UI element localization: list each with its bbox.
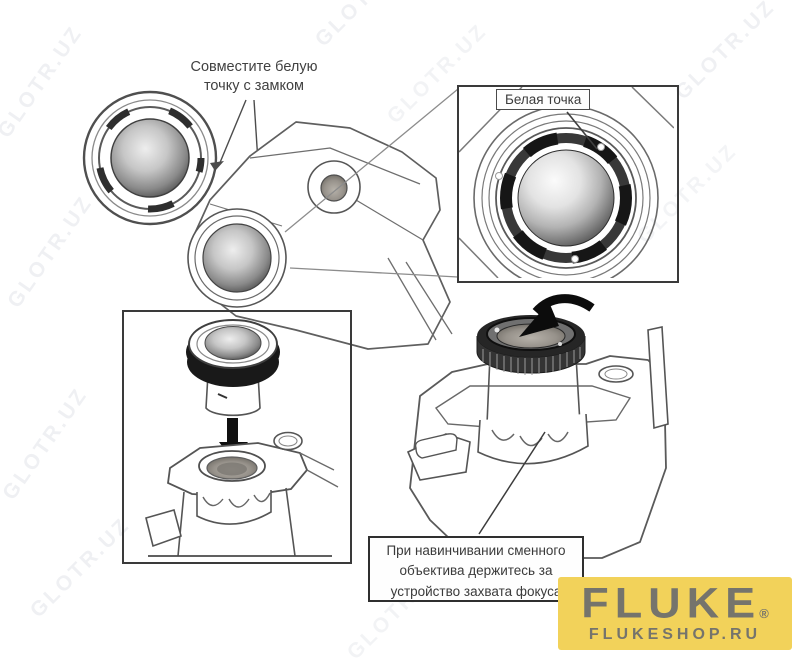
white-dot bbox=[495, 172, 503, 180]
registered-trademark-symbol: ® bbox=[759, 606, 769, 622]
lens-insert-illustration bbox=[145, 319, 339, 557]
inset-frame bbox=[457, 85, 679, 283]
align-note-line2: точку с замком bbox=[203, 77, 305, 94]
instruction-box: При навинчивании сменного объектива держ… bbox=[368, 536, 584, 602]
instruction-line1: При навинчивании сменного bbox=[386, 543, 566, 558]
insert-arrow bbox=[227, 418, 238, 442]
white-dot bbox=[597, 143, 605, 151]
lens-illustration bbox=[82, 90, 218, 226]
lens-rotate-illustration bbox=[406, 294, 669, 559]
rotate-arrow bbox=[532, 294, 595, 316]
insert-panel-frame bbox=[122, 310, 352, 564]
fluke-brand-text: FLUKE bbox=[581, 578, 762, 628]
white-dot-inset-illustration bbox=[459, 87, 674, 278]
align-note: Совместите белую точку с замком bbox=[168, 58, 340, 96]
flukeshop-logo: FLUKE ® FLUKESHOP.RU bbox=[558, 577, 792, 650]
camera-body-illustration bbox=[187, 121, 453, 350]
white-dot-label: Белая точка bbox=[496, 89, 591, 110]
align-note-line1: Совместите белую bbox=[190, 59, 318, 75]
instruction-line2: объектива держитесь за bbox=[399, 563, 553, 579]
instruction-line3: устройство захвата фокуса bbox=[390, 583, 562, 599]
white-dot bbox=[571, 255, 579, 263]
flukeshop-site-text: FLUKESHOP.RU bbox=[588, 625, 762, 643]
inset-connector-lines bbox=[284, 88, 459, 278]
